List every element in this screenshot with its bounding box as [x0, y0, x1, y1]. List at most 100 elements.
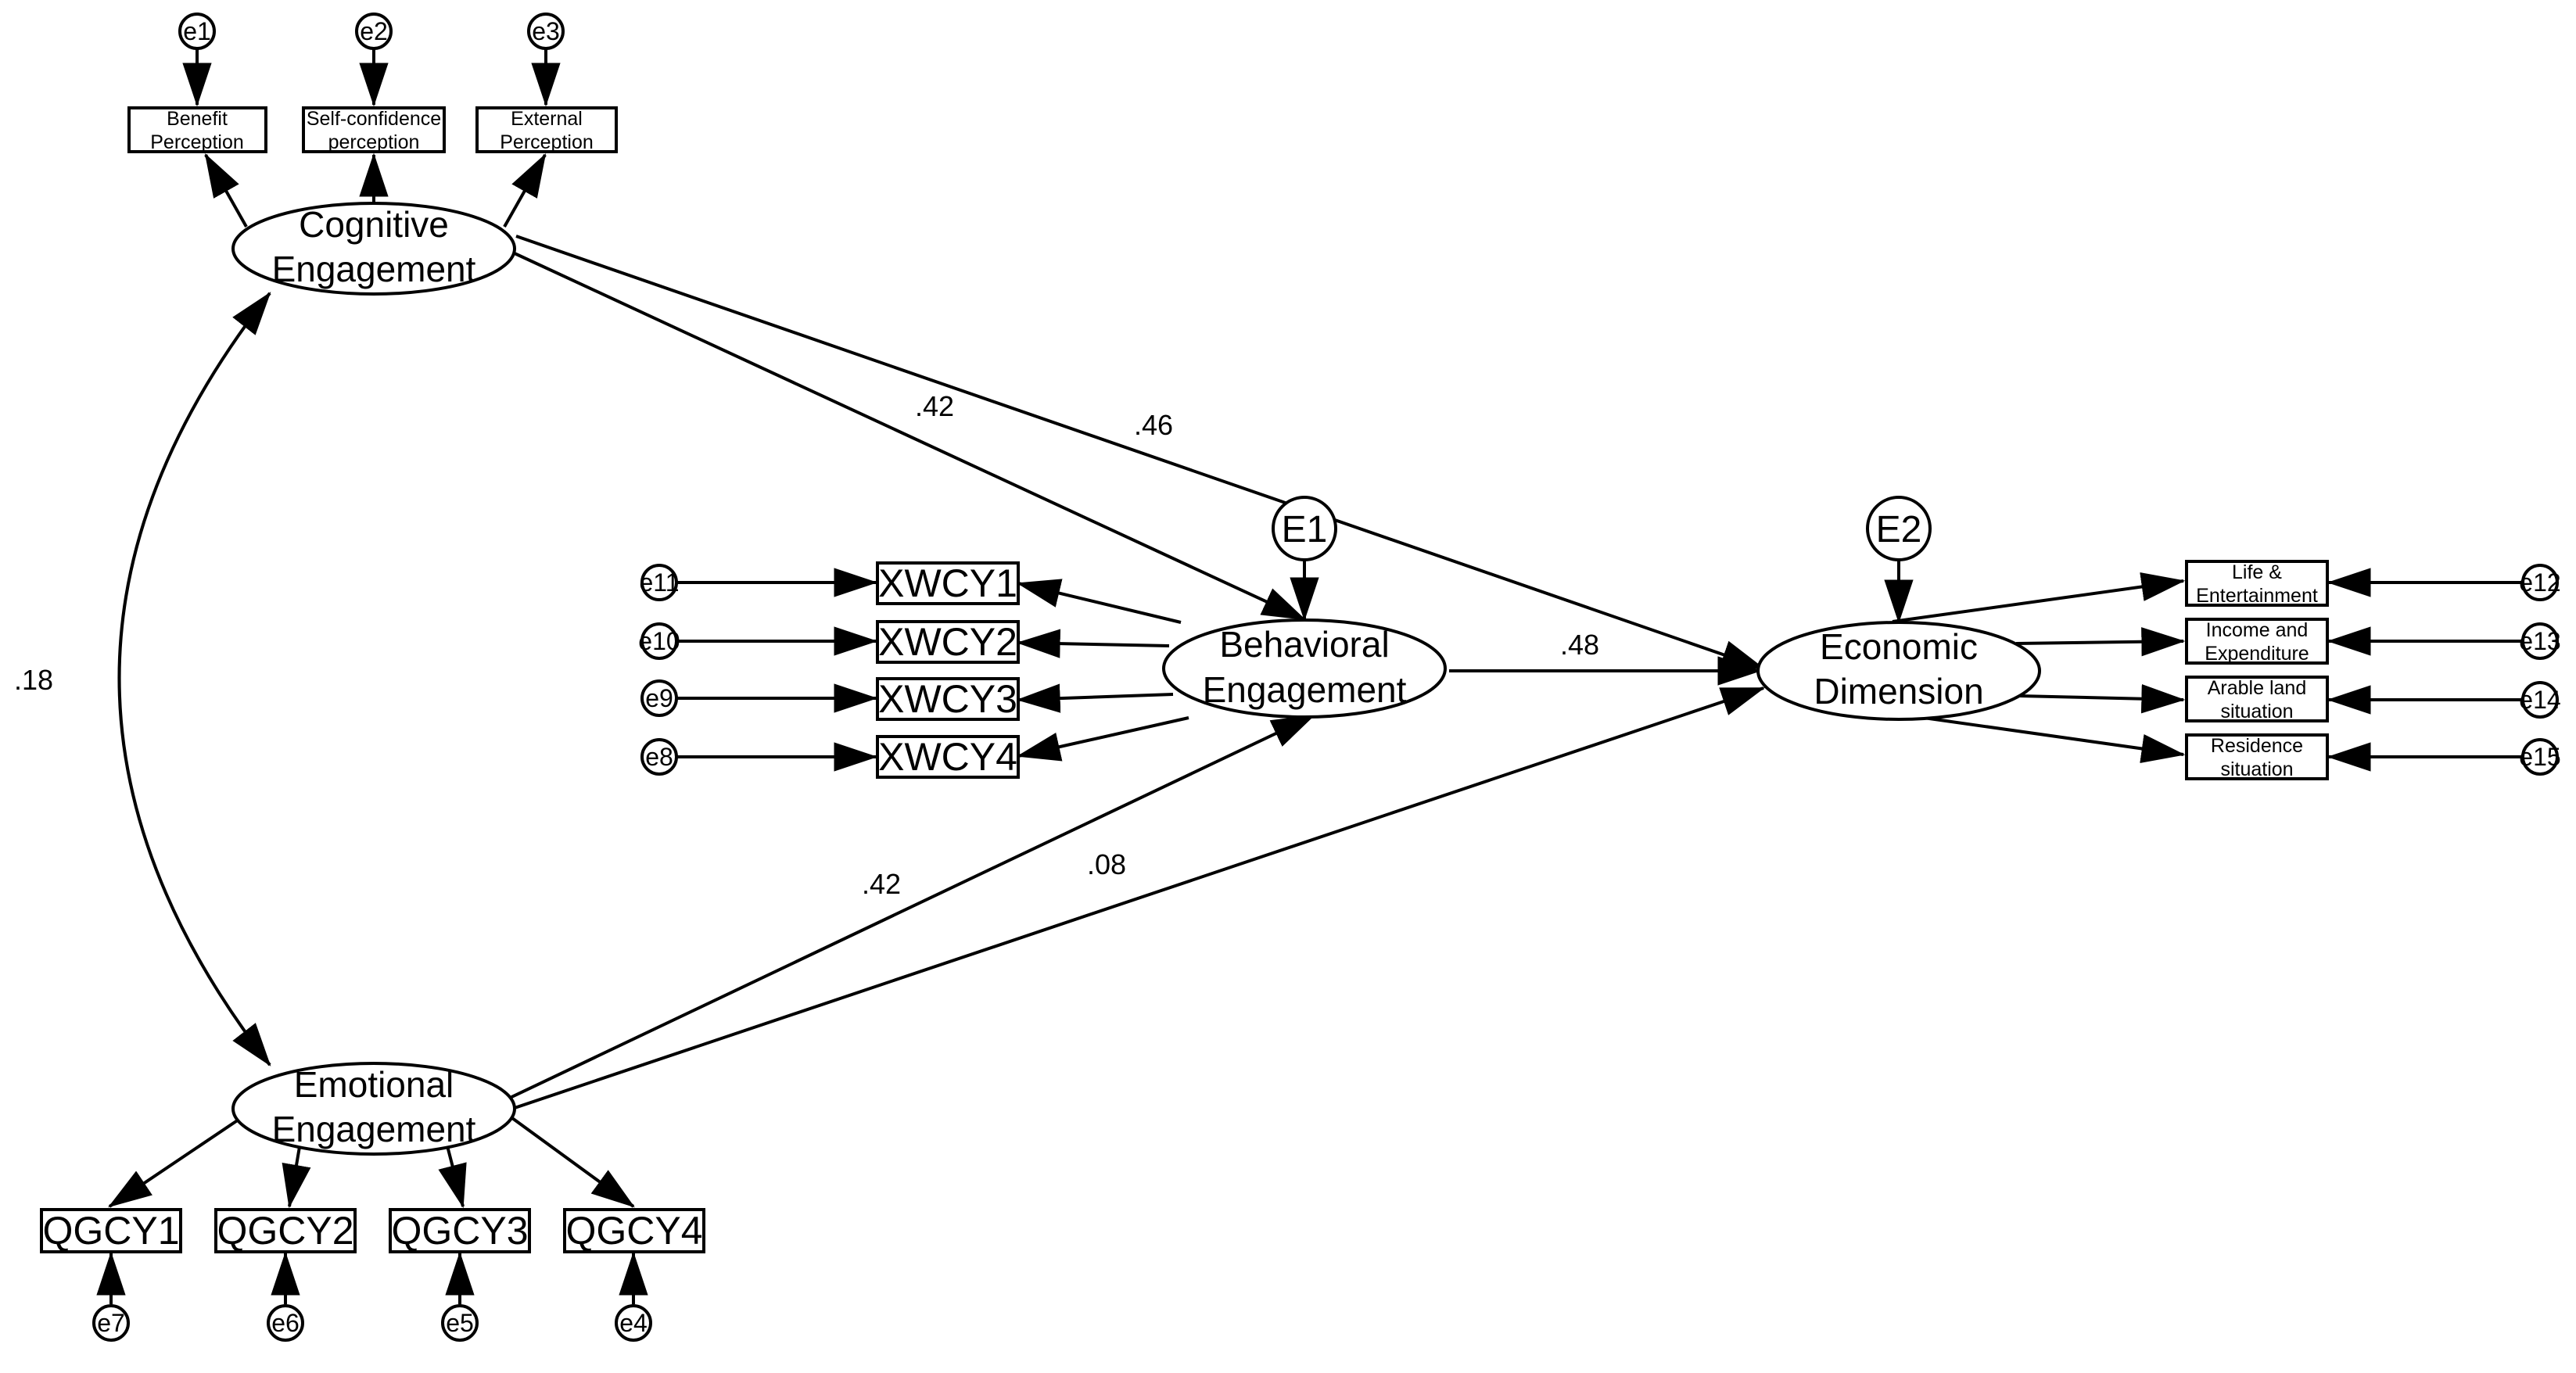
coef-emo-beh: .42: [862, 868, 901, 900]
indicator-label: Income and: [2206, 619, 2309, 641]
error-label: e7: [97, 1309, 125, 1337]
indicator-xwcy4: XWCY4: [876, 735, 1020, 779]
load-eco-income: [2015, 627, 2186, 657]
path-cog-beh: [504, 247, 1307, 621]
indicator-label: Entertainment: [2196, 585, 2318, 607]
load-beh-xwcy4: [1016, 716, 1189, 762]
error-label: e3: [532, 17, 560, 45]
error-e7: e7: [92, 1304, 130, 1342]
indicator-qgcy3: QGCY3: [389, 1208, 531, 1253]
path-cog-eco: [515, 235, 1766, 670]
indicator-xwcy2: XWCY2: [876, 620, 1020, 664]
latent-cognitive-engagement: Cognitive Engagement: [231, 202, 516, 296]
error-e13: e13: [2519, 622, 2561, 660]
error-label: e8: [645, 743, 673, 771]
error-e9: e9: [640, 679, 678, 717]
load-beh-xwcy2: [1016, 629, 1170, 658]
error-label: e9: [645, 684, 673, 712]
error-e14: e14: [2519, 681, 2561, 719]
latent-label: Economic: [1820, 626, 1978, 667]
load-emo-qgcy4: [511, 1117, 635, 1208]
covariance-cog-emo: [117, 292, 271, 1066]
error-e1: e1: [178, 13, 216, 50]
indicator-benefit-perception: Benefit Perception: [127, 106, 267, 153]
indicator-qgcy2: QGCY2: [214, 1208, 357, 1253]
coef-beh-eco: .48: [1560, 629, 1599, 661]
indicator-label: Expenditure: [2205, 643, 2309, 665]
error-label: e11: [639, 568, 679, 597]
error-e11: e11: [639, 564, 680, 601]
disturbance-E2: E2: [1866, 496, 1932, 561]
coef-cog-beh: .42: [915, 390, 954, 422]
coef-covariance: .18: [14, 664, 53, 696]
error-e2: e2: [355, 13, 393, 50]
indicator-income-expenditure: Income and Expenditure: [2185, 618, 2329, 665]
error-e4: e4: [615, 1304, 652, 1342]
error-label: e14: [2519, 686, 2560, 714]
error-label: e10: [638, 627, 680, 655]
error-label: e5: [446, 1309, 474, 1337]
indicator-label: situation: [2220, 701, 2293, 722]
error-e15: e15: [2519, 738, 2561, 776]
indicator-self-confidence-perception: Self-confidence perception: [302, 106, 446, 153]
latent-label: Cognitive: [299, 204, 449, 245]
error-e5: e5: [441, 1304, 479, 1342]
error-label: e6: [271, 1309, 300, 1337]
indicator-label: situation: [2220, 758, 2293, 780]
load-emo-qgcy2: [282, 1137, 311, 1209]
indicator-label: QGCY4: [565, 1209, 702, 1253]
path-emo-eco: [511, 686, 1766, 1110]
error-e10: e10: [638, 622, 680, 660]
latent-label: Emotional: [294, 1064, 454, 1105]
indicator-label: XWCY3: [878, 677, 1017, 721]
load-eco-residence: [1923, 716, 2186, 763]
load-cog-external: [503, 152, 547, 228]
indicator-label: XWCY2: [878, 620, 1017, 664]
error-label: e12: [2519, 568, 2560, 597]
indicator-label: QGCY2: [217, 1209, 353, 1253]
error-label: e4: [619, 1309, 648, 1337]
indicator-qgcy4: QGCY4: [563, 1208, 705, 1253]
indicator-label: Self-confidence: [307, 108, 441, 130]
latent-label: Engagement: [272, 249, 476, 289]
indicator-label: Residence: [2211, 735, 2303, 757]
indicator-label: XWCY4: [878, 735, 1017, 779]
load-beh-xwcy3: [1016, 683, 1174, 713]
indicator-label: perception: [328, 131, 420, 153]
disturbance-label: E2: [1876, 509, 1922, 550]
load-beh-xwcy1: [1016, 579, 1182, 624]
indicator-external-perception: External Perception: [475, 106, 618, 153]
disturbance-E1: E1: [1272, 496, 1337, 561]
error-e3: e3: [527, 13, 565, 50]
error-label: e13: [2519, 627, 2560, 655]
indicator-label: Life &: [2232, 561, 2282, 583]
latent-label: Engagement: [272, 1109, 476, 1149]
latent-economic-dimension: Economic Dimension: [1756, 621, 2041, 721]
indicator-label: XWCY1: [878, 561, 1017, 605]
load-eco-life: [1892, 572, 2186, 623]
error-e8: e8: [640, 738, 678, 776]
indicator-xwcy3: XWCY3: [876, 677, 1020, 721]
indicator-xwcy1: XWCY1: [876, 561, 1020, 605]
indicator-label: Arable land: [2208, 677, 2306, 699]
disturbance-label: E1: [1282, 509, 1328, 550]
indicator-label: QGCY3: [391, 1209, 528, 1253]
latent-label: Engagement: [1203, 669, 1407, 710]
path-emo-beh: [508, 714, 1316, 1100]
error-label: e2: [360, 17, 388, 45]
indicator-label: Perception: [150, 131, 244, 153]
latent-emotional-engagement: Emotional Engagement: [231, 1062, 516, 1156]
indicator-residence-situation: Residence situation: [2185, 733, 2329, 780]
coef-emo-eco: .08: [1087, 848, 1126, 880]
load-emo-qgcy3: [438, 1139, 467, 1209]
latent-label: Dimension: [1814, 671, 1983, 712]
error-label: e1: [183, 17, 211, 45]
error-label: e15: [2519, 743, 2560, 771]
indicator-life-entertainment: Life & Entertainment: [2185, 560, 2329, 607]
indicator-label: Benefit: [167, 108, 228, 130]
coef-cog-eco: .46: [1134, 409, 1173, 441]
indicator-arable-land-situation: Arable land situation: [2185, 676, 2329, 722]
indicator-label: External: [511, 108, 583, 130]
load-eco-arable: [2018, 684, 2186, 714]
